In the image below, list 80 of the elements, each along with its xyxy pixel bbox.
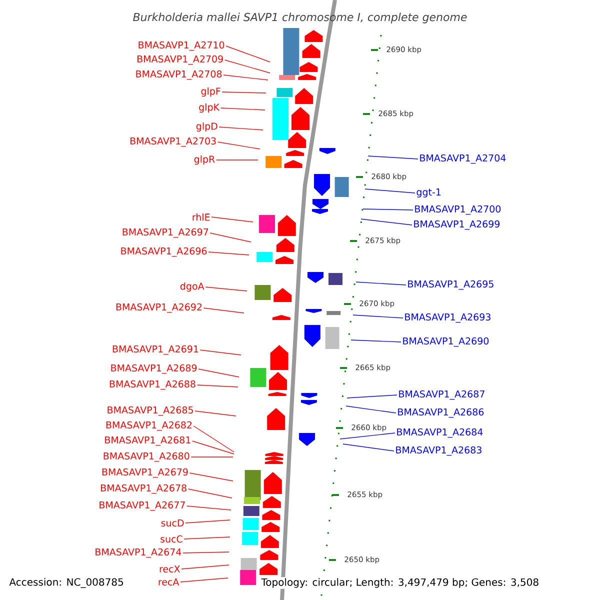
gene-label: BMASAVP1_A2680: [104, 452, 190, 462]
leader-line: [185, 520, 230, 524]
leader-line: [220, 108, 266, 110]
title: Burkholderia mallei SAVP1 chromosome I, complete genome: [133, 12, 467, 24]
gene-label: BMASAVP1_A2703: [130, 137, 216, 147]
gene-label: BMASAVP1_A2693: [405, 313, 490, 323]
gene-label: sucC: [160, 535, 182, 543]
leader-line: [364, 188, 416, 194]
gene-label: rhlE: [192, 213, 210, 221]
leader-line: [342, 444, 394, 452]
leader-line: [198, 368, 240, 378]
leader-line: [210, 232, 252, 242]
leader-line: [352, 314, 404, 318]
leader-line: [196, 384, 238, 388]
leader-line: [360, 218, 412, 226]
leader-line: [350, 340, 402, 342]
leader-line: [180, 578, 228, 582]
gene-label: BMASAVP1_A2704: [420, 154, 506, 164]
gene-label: BMASAVP1_A2674: [96, 548, 182, 558]
gene-label: BMASAVP1_A2682: [106, 421, 192, 431]
gene-label: ggt-1: [416, 188, 441, 198]
gene-label: BMASAVP1_A2687: [399, 390, 484, 400]
leader-line: [184, 536, 230, 540]
leader-line: [211, 216, 254, 222]
gene-label: sucD: [161, 519, 184, 527]
gene-label: BMASAVP1_A2678: [101, 484, 186, 494]
gene-label: BMASAVP1_A2690: [403, 337, 489, 347]
gene-label: BMASAVP1_A2683: [396, 446, 482, 456]
gene-label: BMASAVP1_A2708: [136, 70, 222, 80]
leader-line: [340, 432, 396, 440]
gene-label: BMASAVP1_A2710: [138, 41, 224, 51]
leader-line: [192, 440, 234, 454]
leader-line: [224, 60, 270, 74]
leader-line: [208, 252, 250, 256]
gene-label: recA: [158, 578, 180, 586]
leader-line: [203, 308, 244, 314]
leader-line: [190, 456, 234, 458]
gene-label: BMASAVP1_A2696: [121, 247, 207, 257]
leader-line: [200, 350, 242, 356]
gene-label: BMASAVP1_A2679: [102, 468, 188, 478]
leader-line: [205, 286, 248, 292]
gene-label: glpR: [194, 155, 215, 165]
gene-label: BMASAVP1_A2686: [398, 408, 484, 418]
leader-line: [362, 208, 414, 210]
gene-label: glpF: [201, 87, 220, 97]
gene-label: BMASAVP1_A2709: [138, 55, 223, 65]
leader-line: [356, 282, 406, 286]
leader-line: [189, 472, 234, 482]
leader-line: [346, 406, 396, 414]
gene-label: glpK: [199, 103, 220, 113]
gene-label: glpD: [196, 122, 218, 132]
gene-label: BMASAVP1_A2689: [111, 364, 197, 374]
accession-text: Accession: NC_008785: [8, 577, 125, 589]
gene-label: BMASAVP1_A2699: [414, 220, 500, 230]
gene-label: BMASAVP1_A2695: [408, 280, 494, 290]
gene-label: BMASAVP1_A2691: [112, 345, 198, 355]
gene-label: BMASAVP1_A2688: [110, 380, 196, 390]
leader-line: [218, 126, 264, 130]
leader-line: [223, 74, 268, 80]
leader-line: [182, 552, 230, 554]
leader-line: [193, 426, 234, 452]
leader-line: [217, 142, 260, 150]
leader-line: [222, 92, 266, 94]
leader-line: [188, 488, 232, 498]
leader-line: [346, 394, 398, 398]
gene-label: BMASAVP1_A2700: [415, 205, 501, 215]
leader-line: [186, 506, 232, 510]
gene-label: BMASAVP1_A2681: [105, 436, 190, 446]
gene-label: BMASAVP1_A2684: [397, 428, 483, 438]
gene-label: BMASAVP1_A2677: [100, 501, 185, 511]
gene-label: BMASAVP1_A2697: [122, 228, 208, 238]
gene-label: BMASAVP1_A2685: [108, 406, 193, 416]
leader-line: [368, 156, 418, 160]
genome-info-text: Topology: circular; Length: 3,497,479 bp; Genes: 3,508: [260, 577, 540, 589]
gene-label: recX: [160, 565, 180, 573]
gene-label: dgoA: [180, 282, 204, 292]
gene-label: BMASAVP1_A2692: [116, 303, 202, 313]
leader-line: [194, 410, 236, 416]
leader-line: [181, 564, 230, 570]
leader-line: [226, 46, 270, 62]
